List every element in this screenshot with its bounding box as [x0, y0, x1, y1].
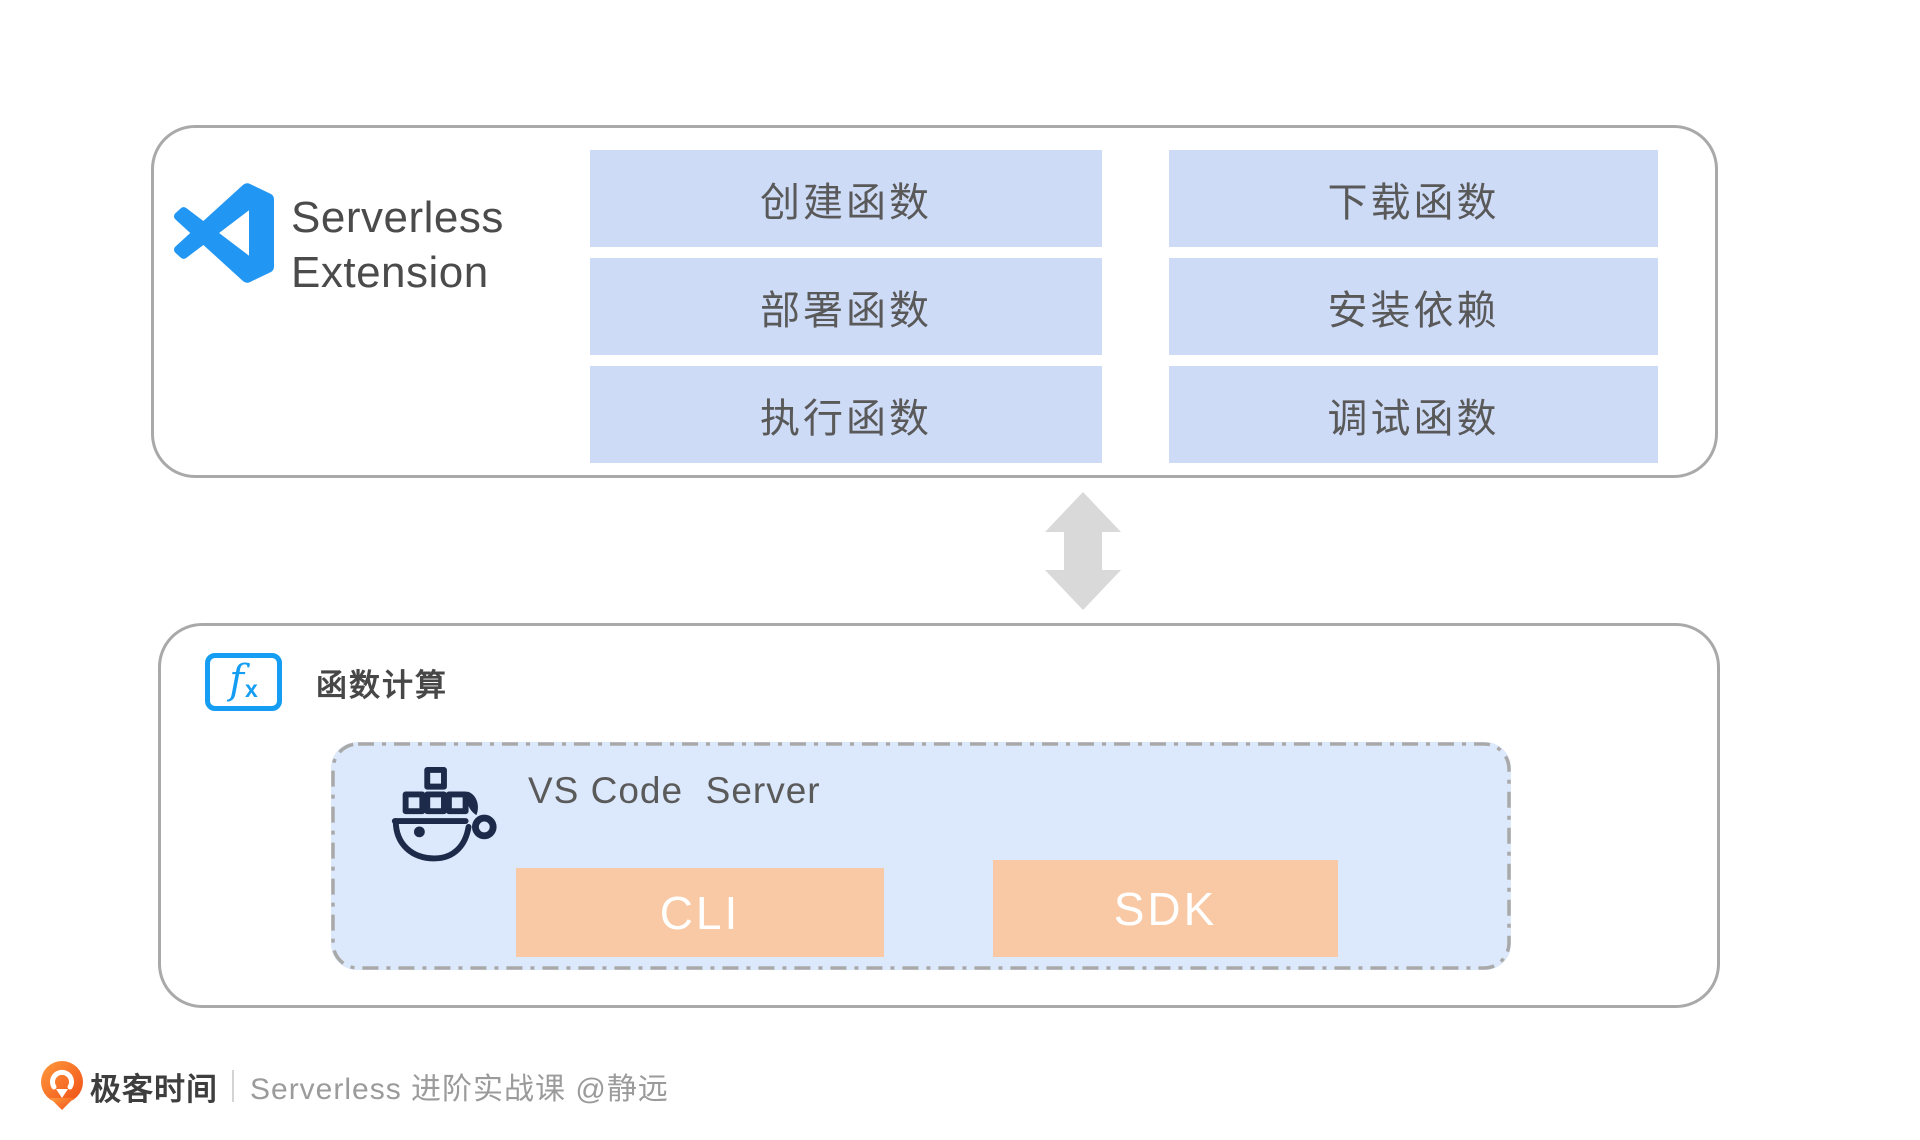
footer-divider — [232, 1070, 234, 1102]
geektime-logo-icon — [41, 1061, 83, 1110]
function-box-deploy: 部署函数 — [590, 258, 1102, 355]
function-box-create: 创建函数 — [590, 150, 1102, 247]
fx-icon-glyph-x: x — [245, 675, 258, 702]
function-compute-title: 函数计算 — [316, 667, 448, 703]
function-compute-panel: f x 函数计算 V — [158, 623, 1720, 1008]
function-box-install-deps: 安装依赖 — [1169, 258, 1658, 355]
extension-title: Serverless Extension — [291, 190, 504, 300]
vscode-server-label: VS Code Server — [528, 770, 821, 811]
bidirectional-arrow-icon — [1045, 492, 1121, 610]
course-name: Serverless 进阶实战课 @静远 — [250, 1073, 669, 1106]
docker-icon — [391, 766, 497, 862]
connection-arrow — [1045, 492, 1121, 610]
function-box-execute: 执行函数 — [590, 366, 1102, 463]
function-compute-header: f x 函数计算 — [205, 653, 448, 711]
footer: 极客时间 Serverless 进阶实战课 @静远 — [40, 1060, 669, 1112]
serverless-extension-panel: Serverless Extension 创建函数 部署函数 执行函数 下载函数… — [151, 125, 1718, 478]
vscode-logo-icon — [174, 183, 274, 283]
function-compute-fx-icon: f x — [205, 653, 282, 711]
fx-icon-glyph-f: f — [229, 657, 244, 703]
extension-title-line1: Serverless — [291, 193, 504, 242]
cli-box: CLI — [516, 868, 884, 957]
vscode-server-container: VS Code Server CLI SDK — [331, 742, 1511, 970]
function-box-download: 下载函数 — [1169, 150, 1658, 247]
function-box-debug: 调试函数 — [1169, 366, 1658, 463]
brand-name: 极客时间 — [90, 1071, 218, 1107]
sdk-box: SDK — [993, 860, 1338, 957]
extension-title-line2: Extension — [291, 248, 489, 297]
